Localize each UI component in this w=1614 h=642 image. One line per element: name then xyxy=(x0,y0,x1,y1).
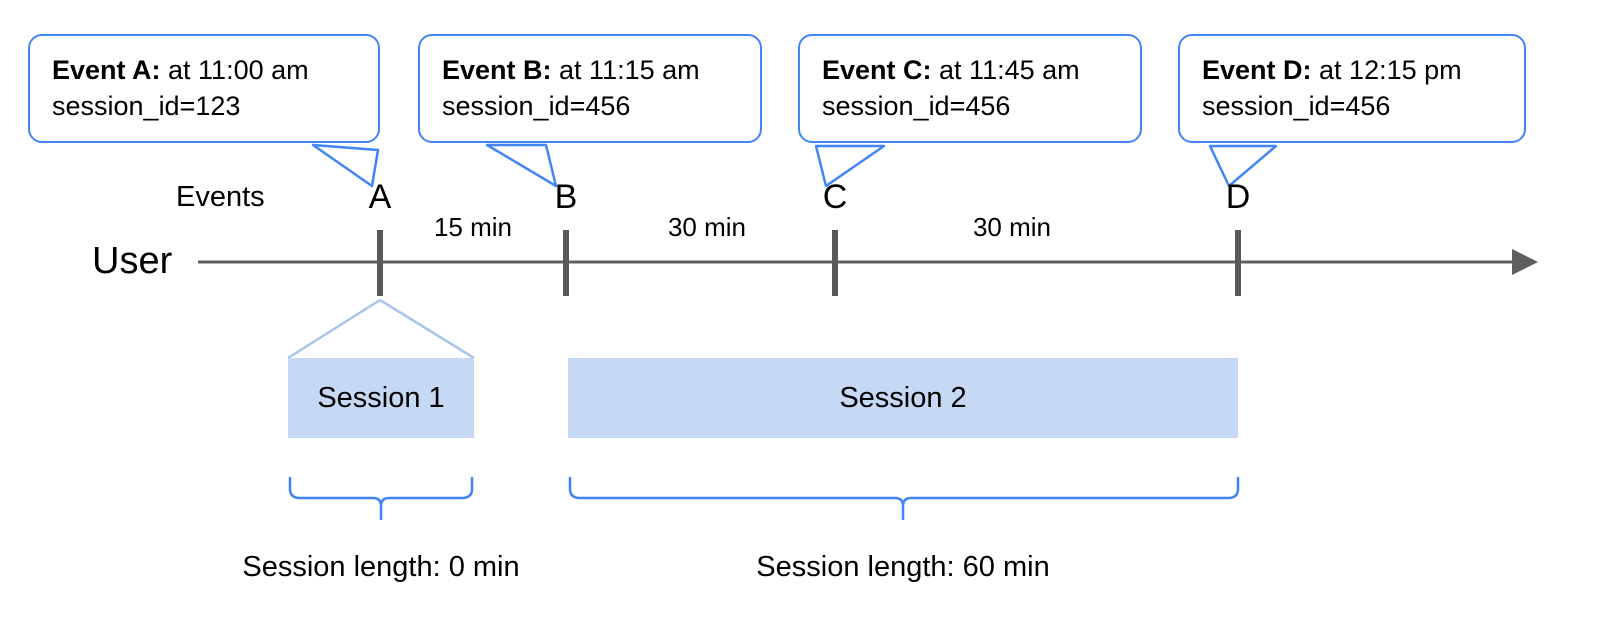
callout-tail-b xyxy=(485,143,558,188)
callout-b-line1: Event B: at 11:15 am xyxy=(442,55,700,85)
callout-a-line2: session_id=123 xyxy=(52,91,241,122)
callout-tail-c xyxy=(814,144,886,188)
session-bar-1[interactable]: Session 1 xyxy=(288,358,474,438)
lane-label-events: Events xyxy=(176,181,265,213)
callout-event-a[interactable]: Event A: at 11:00 am session_id=123 xyxy=(28,34,380,143)
event-letter-a: A xyxy=(368,178,392,216)
session-2-brace xyxy=(568,476,1240,520)
callout-c-line2: session_id=456 xyxy=(822,91,1011,122)
session-1-funnel xyxy=(287,298,475,360)
gap-label-a-b: 15 min xyxy=(433,212,513,242)
event-letter-c: C xyxy=(822,178,848,216)
callout-c-line1: Event C: at 11:45 am xyxy=(822,55,1080,85)
callout-event-b[interactable]: Event B: at 11:15 am session_id=456 xyxy=(418,34,762,143)
session-1-brace xyxy=(288,476,474,520)
callout-event-d[interactable]: Event D: at 12:15 pm session_id=456 xyxy=(1178,34,1526,143)
callout-d-line1: Event D: at 12:15 pm xyxy=(1202,55,1462,85)
lane-label-user: User xyxy=(92,240,173,282)
timeline-axis xyxy=(198,249,1538,275)
callout-d-line2: session_id=456 xyxy=(1202,91,1391,122)
callout-tail-a xyxy=(311,143,380,188)
event-letter-d: D xyxy=(1225,178,1251,216)
session-bar-2[interactable]: Session 2 xyxy=(568,358,1238,438)
callout-tail-d xyxy=(1208,144,1278,188)
session-1-length-label: Session length: 0 min xyxy=(242,551,520,583)
session-bar-2-label: Session 2 xyxy=(839,381,967,414)
gap-label-b-c: 30 min xyxy=(667,212,747,242)
session-2-length-label: Session length: 60 min xyxy=(756,551,1050,583)
callout-b-line2: session_id=456 xyxy=(442,91,631,122)
callout-event-c[interactable]: Event C: at 11:45 am session_id=456 xyxy=(798,34,1142,143)
callout-a-line1: Event A: at 11:00 am xyxy=(52,55,309,85)
event-letter-b: B xyxy=(554,178,578,216)
session-bar-1-label: Session 1 xyxy=(317,381,445,414)
gap-label-c-d: 30 min xyxy=(972,212,1052,242)
